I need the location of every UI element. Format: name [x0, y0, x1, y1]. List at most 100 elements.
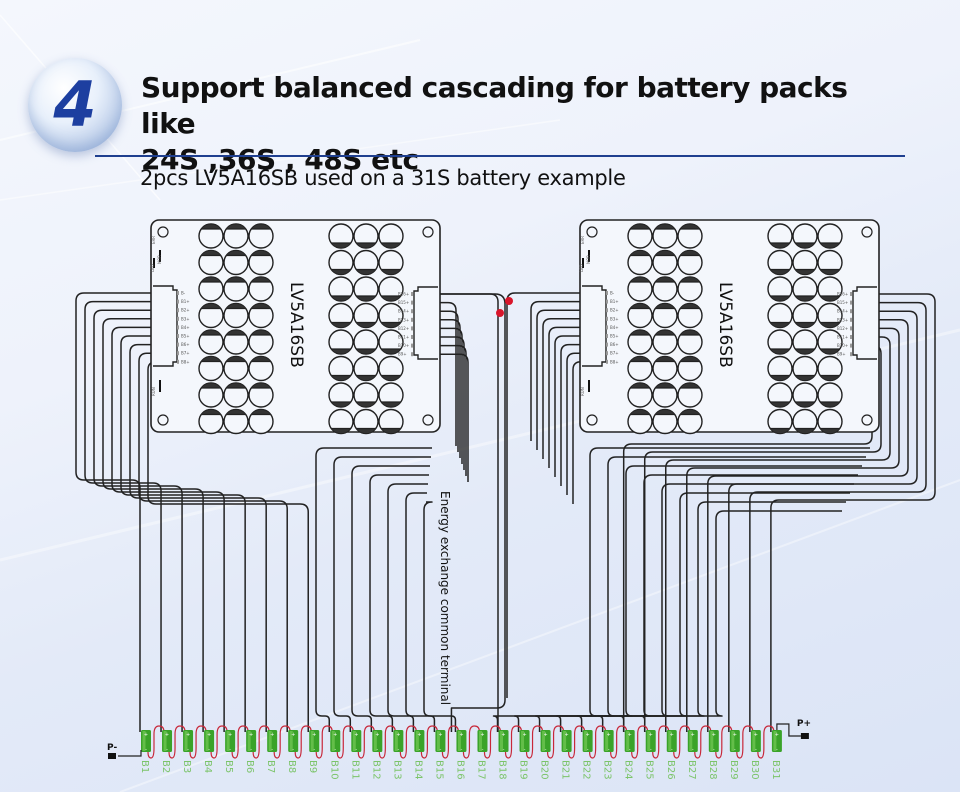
- plus-sign: +: [586, 732, 590, 738]
- step-badge: 4: [28, 58, 122, 152]
- minus-sign: -: [545, 747, 547, 753]
- capacitor: [378, 329, 404, 355]
- battery-cell: +-B13: [391, 730, 404, 780]
- capacitor: [328, 329, 354, 355]
- common-terminal-label: Energy exchange common terminal: [438, 491, 452, 705]
- minus-sign: -: [271, 747, 273, 753]
- plus-sign: +: [228, 732, 232, 738]
- series-link: [336, 725, 354, 759]
- capacitor: [627, 223, 653, 249]
- plus-sign: +: [270, 732, 274, 738]
- pin-pad: [411, 326, 413, 331]
- battery-cell: +-B1: [139, 730, 151, 773]
- capacitor: [652, 355, 678, 382]
- battery-cell: +-B18: [497, 730, 509, 780]
- plus-sign: +: [628, 732, 632, 738]
- led-label: ERR: [580, 236, 585, 244]
- capacitor: [627, 276, 653, 302]
- balance-wire: [351, 465, 430, 475]
- capacitor: [652, 276, 678, 302]
- cell-label: B15: [433, 760, 444, 780]
- pin-label: B15+: [398, 300, 409, 305]
- capacitor: [627, 382, 653, 408]
- capacitor: [378, 382, 404, 408]
- capacitor: [378, 408, 404, 435]
- cell-label: B20: [539, 760, 550, 780]
- minus-sign: -: [713, 747, 715, 753]
- cell-label: B9: [307, 760, 318, 773]
- left-connector: [153, 285, 178, 367]
- capacitor: [223, 382, 249, 408]
- battery-cell: +-B7: [265, 730, 278, 773]
- cell-label: B17: [475, 760, 486, 780]
- board-model-label: LV5A16SB: [286, 282, 306, 368]
- capacitor: [652, 408, 678, 435]
- title-line-2: 24S ,36S , 48S etc: [141, 143, 419, 176]
- cell-label: B28: [707, 760, 718, 780]
- capacitor: [198, 223, 224, 249]
- capacitor: [353, 223, 379, 249]
- capacitor: [248, 223, 274, 249]
- pin-label: B12+: [398, 326, 409, 331]
- board-model-label: LV5A16SB: [715, 282, 735, 368]
- battery-cell: +-B3: [181, 730, 194, 773]
- plus-sign: +: [207, 732, 211, 738]
- capacitor: [198, 249, 224, 276]
- balance-wire: [75, 292, 153, 732]
- minus-sign: -: [418, 747, 420, 753]
- capacitor: [223, 302, 249, 329]
- balance-wire: [438, 353, 469, 482]
- minus-sign: -: [397, 747, 399, 753]
- plus-sign: +: [733, 732, 737, 738]
- capacitor: [198, 276, 224, 302]
- capacitor: [198, 408, 224, 435]
- capacitor: [328, 302, 354, 329]
- capacitor: [677, 223, 703, 249]
- pin-label: B8+: [610, 359, 619, 364]
- pin-label: B-: [610, 291, 615, 296]
- balance-wire: [438, 293, 506, 732]
- series-link: [210, 725, 228, 759]
- junction-dot: [505, 297, 513, 305]
- balance-wire: [665, 336, 891, 732]
- plus-sign: +: [249, 732, 253, 738]
- capacitor: [378, 223, 404, 249]
- capacitor: [817, 329, 843, 355]
- balance-wire: [770, 293, 936, 732]
- pin-pad: [606, 359, 608, 364]
- pin-label: B14+: [398, 309, 409, 314]
- capacitor: [792, 329, 818, 355]
- series-link: [462, 725, 481, 759]
- pin-label: B15+: [837, 300, 848, 305]
- battery-cell: +-B19: [518, 730, 530, 780]
- cell-label: B30: [749, 760, 760, 780]
- balance-wire: [423, 501, 433, 511]
- balance-wire: [555, 483, 651, 732]
- balance-wire: [536, 309, 582, 450]
- minus-sign: -: [313, 747, 315, 753]
- mounting-hole: [861, 414, 873, 426]
- capacitor: [792, 408, 818, 435]
- plus-sign: +: [775, 732, 779, 738]
- capacitor: [378, 249, 404, 276]
- capacitor: [353, 408, 379, 435]
- capacitor: [198, 329, 224, 355]
- capacitor: [677, 276, 703, 302]
- series-link: [736, 725, 754, 759]
- pin-pad: [850, 335, 852, 339]
- plus-sign: +: [649, 732, 653, 738]
- balance-wire: [639, 519, 723, 732]
- capacitor: [353, 382, 379, 408]
- led-marker: [582, 258, 584, 268]
- pin-pad: [850, 352, 852, 357]
- capacitor: [792, 382, 818, 408]
- capacitor: [248, 408, 274, 435]
- minus-sign: -: [524, 747, 526, 753]
- capacitor: [652, 382, 678, 408]
- balancer-board-2: LV5A16SBB-B1+B2+B3+B4+B5+B6+B7+B8+B16+B1…: [579, 219, 880, 435]
- balance-wire: [576, 492, 669, 732]
- battery-cell: +-B30: [749, 730, 761, 780]
- cell-label: B22: [581, 760, 592, 780]
- led-label: NOR: [157, 255, 162, 264]
- pin-pad: [177, 359, 179, 364]
